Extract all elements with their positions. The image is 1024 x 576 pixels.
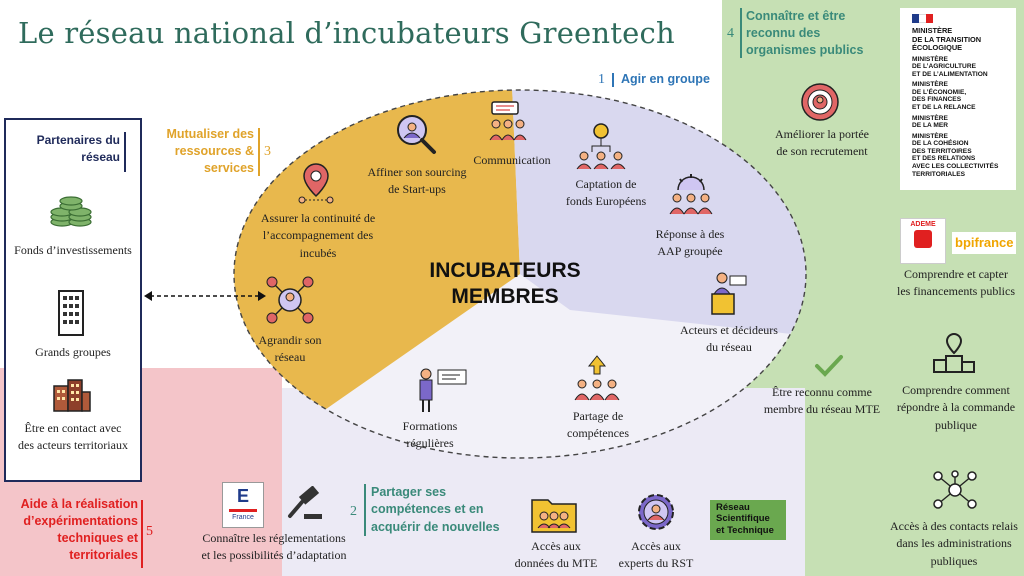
ministry-line: MINISTÈRE xyxy=(912,81,948,89)
bpifrance-logo: bpifrance xyxy=(952,232,1016,254)
ministry-line: ÉCOLOGIQUE xyxy=(912,43,963,53)
partner-item-groups: Grands groupes xyxy=(35,345,111,359)
expert-gear-icon xyxy=(638,494,674,530)
item-rst-experts: Accès aux experts du RST xyxy=(618,539,694,571)
checkmark-icon xyxy=(815,355,843,377)
ministry-line: ET DE LA RELANCE xyxy=(912,104,976,112)
network-icon xyxy=(266,276,314,324)
building-icon xyxy=(58,290,84,336)
item-recruitment: Améliorer la portée de son recrutement xyxy=(775,127,869,159)
page-title: Le réseau national d’incubateurs Greente… xyxy=(18,16,675,50)
center-title: INCUBATEURS MEMBRES xyxy=(429,259,581,309)
data-folder-icon xyxy=(531,499,577,533)
ministry-line: DE LA COHÉSION xyxy=(912,140,969,148)
item-grow-network: Agrandir son réseau xyxy=(258,333,322,365)
location-pin-icon xyxy=(298,163,334,204)
section-3-number: 3 xyxy=(264,144,271,159)
ministry-line: DE L’ÉCONOMIE, xyxy=(912,88,967,96)
item-decision-makers: Acteurs et décideurs du réseau xyxy=(680,323,778,355)
item-skills-share: Partage de compétences xyxy=(567,409,629,441)
rst-logo: Réseau Scientifique et Technique xyxy=(710,500,786,540)
item-public-procurement: Comprendre comment répondre à la command… xyxy=(896,383,1016,432)
partners-title: Partenaires du réseau xyxy=(36,133,120,164)
ministry-line: MINISTÈRE xyxy=(912,26,953,35)
partner-item-funds: Fonds d’investissements xyxy=(14,243,132,257)
coins-icon xyxy=(50,196,92,227)
communication-icon xyxy=(489,101,527,141)
item-training: Formations régulières xyxy=(402,419,458,451)
ademe-logo: ADEME xyxy=(900,218,946,264)
ministry-line: DE LA TRANSITION xyxy=(912,34,982,44)
ministry-line: DE L’AGRICULTURE xyxy=(912,63,976,71)
section-3-divider xyxy=(258,128,260,176)
mutualize-sector xyxy=(234,90,520,458)
ministry-line: TERRITORIALES xyxy=(912,170,965,178)
ministry-line: DE LA MER xyxy=(912,122,949,130)
item-regulations: Connaître les réglementations et les pos… xyxy=(201,531,347,563)
section-2-number: 2 xyxy=(350,504,357,519)
ministry-line: MINISTÈRE xyxy=(912,55,948,63)
network-link-arrow xyxy=(144,291,266,301)
item-public-funding: Comprendre et capter les financements pu… xyxy=(897,267,1015,299)
target-recruitment-icon xyxy=(801,83,839,121)
section-4-divider xyxy=(740,8,742,58)
search-icon xyxy=(397,115,436,154)
section-5-divider xyxy=(141,500,143,568)
item-eu-funds: Captation de fonds Européens xyxy=(565,177,647,209)
podium-pin-icon xyxy=(933,332,975,373)
item-sourcing: Affiner son sourcing de Start-ups xyxy=(367,165,467,197)
section-3-heading: Mutualiser des ressources & services xyxy=(166,127,254,175)
france-logo: E France xyxy=(222,482,264,528)
ministry-line: MINISTÈRE xyxy=(912,114,948,122)
ministry-line: ET DE L’ALIMENTATION xyxy=(912,70,988,78)
section-1-heading: 1 Agir en groupe xyxy=(598,72,710,87)
partner-item-territorial: Être en contact avec des acteurs territo… xyxy=(18,421,128,453)
section-2-heading: Partager ses compétences et en acquérir … xyxy=(371,485,500,534)
gavel-icon xyxy=(288,486,322,519)
contacts-network-icon xyxy=(933,470,977,509)
team-gear-icon xyxy=(669,174,713,215)
ministry-line: ET DES RELATIONS xyxy=(912,155,976,163)
trainer-icon xyxy=(419,368,467,412)
ministry-line: AVEC LES COLLECTIVITÉS xyxy=(912,163,999,171)
ministry-line: DES FINANCES xyxy=(912,96,962,104)
section-4-heading: Connaître et être reconnu des organismes… xyxy=(746,9,864,57)
item-aap: Réponse à des AAP groupée xyxy=(655,227,725,259)
item-mte-data: Accès aux données du MTE xyxy=(514,539,598,571)
section-5-heading: Aide à la réalisation d’expérimentations… xyxy=(20,497,138,562)
item-continuity: Assurer la continuité de l’accompagnemen… xyxy=(260,211,376,260)
skills-share-icon xyxy=(574,355,620,401)
ministry-line: DES TERRITOIRES xyxy=(912,147,972,155)
section-4-number: 4 xyxy=(727,26,734,41)
section-2-divider xyxy=(364,484,366,536)
partners-divider xyxy=(124,132,126,172)
incubators-ellipse xyxy=(233,89,807,459)
hierarchy-icon xyxy=(576,123,626,170)
section-5-number: 5 xyxy=(146,524,153,539)
speaker-podium-icon xyxy=(711,272,747,315)
item-communication: Communication xyxy=(473,153,551,167)
item-recognized: Être reconnu comme membre du réseau MTE xyxy=(763,385,881,417)
item-admin-contacts: Accès à des contacts relais dans les adm… xyxy=(890,519,1018,568)
ministry-line: MINISTÈRE xyxy=(912,132,948,140)
city-icon xyxy=(53,379,91,412)
